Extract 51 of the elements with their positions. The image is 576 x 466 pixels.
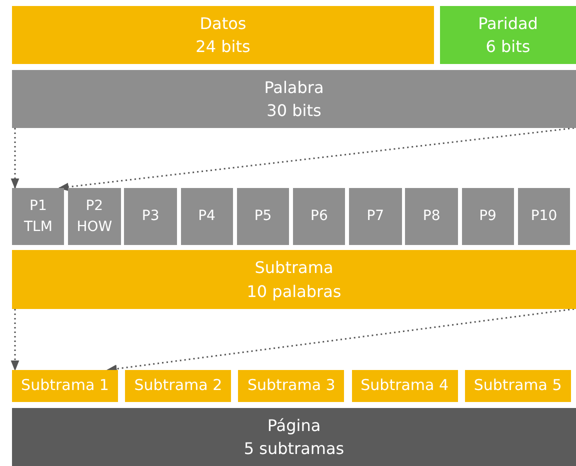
node-title: P1 xyxy=(30,197,47,216)
node-title: P7 xyxy=(366,207,384,226)
data-bits-bar xyxy=(12,6,434,64)
node-title: Subtrama 2 xyxy=(134,375,222,396)
dotted-arrow xyxy=(10,128,20,190)
subframe-tile xyxy=(238,370,344,402)
word-tile xyxy=(236,188,290,245)
word-tile xyxy=(405,188,458,245)
dotted-arrow xyxy=(58,127,574,192)
subframe-bar xyxy=(12,250,576,309)
word-tile xyxy=(124,188,177,245)
node-title: Subtrama 3 xyxy=(247,375,336,396)
word-tile xyxy=(180,188,233,245)
node-subtitle: 30 bits xyxy=(266,100,322,122)
node-title: P8 xyxy=(422,207,440,226)
subframe-tile xyxy=(352,370,458,402)
dotted-arrow xyxy=(10,309,20,372)
node-title: Página xyxy=(267,414,321,437)
node-subtitle: 24 bits xyxy=(196,36,250,58)
node-title: Palabra xyxy=(264,76,324,99)
subframe-tile xyxy=(12,370,118,402)
word-bar xyxy=(12,70,576,128)
word-tile xyxy=(518,188,570,245)
node-subtitle: 6 bits xyxy=(486,36,530,58)
node-title: Subtrama 1 xyxy=(21,375,109,396)
word-tile xyxy=(349,188,402,245)
node-title: P2 xyxy=(86,197,104,216)
node-title: P6 xyxy=(310,207,328,226)
word-tile xyxy=(12,188,64,245)
parity-bits-bar xyxy=(440,6,576,64)
node-title: P10 xyxy=(530,207,558,226)
node-title: P4 xyxy=(198,207,216,226)
node-subtitle: HOW xyxy=(76,218,112,236)
node-title: Datos xyxy=(200,12,246,35)
word-tile xyxy=(293,188,346,245)
word-tile xyxy=(68,188,121,245)
node-title: P9 xyxy=(479,207,496,226)
node-title: P5 xyxy=(254,207,272,226)
word-tile xyxy=(462,188,514,245)
subframe-tile xyxy=(125,370,232,402)
node-title: Subtrama 5 xyxy=(474,375,562,396)
node-title: Subtrama 4 xyxy=(360,375,449,396)
node-title: P3 xyxy=(142,207,160,226)
node-title: Subtrama xyxy=(254,257,334,280)
node-title: Paridad xyxy=(478,12,538,35)
page-bar xyxy=(12,408,576,466)
node-subtitle: 5 subtramas xyxy=(244,438,344,460)
node-subtitle: 10 palabras xyxy=(246,280,342,302)
subframe-tile xyxy=(464,370,571,402)
dotted-arrow xyxy=(106,308,574,373)
node-subtitle: TLM xyxy=(24,218,52,236)
